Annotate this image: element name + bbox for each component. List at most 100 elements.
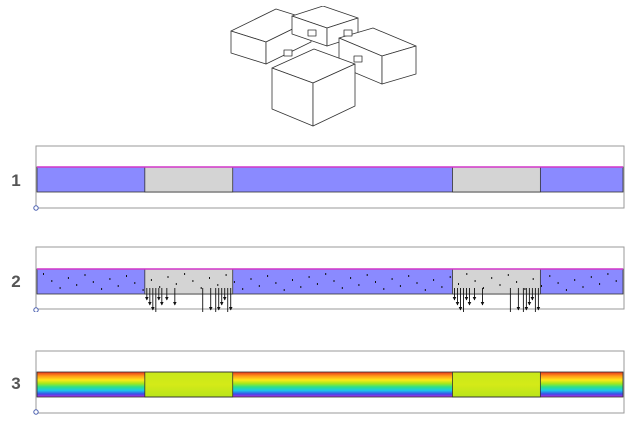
geometry-panel bbox=[33, 145, 625, 211]
material-strip bbox=[36, 166, 624, 193]
flux-dot bbox=[316, 283, 318, 285]
origin-marker-icon bbox=[33, 205, 39, 211]
flux-dot bbox=[549, 275, 551, 277]
flux-arrowhead bbox=[524, 307, 529, 311]
flux-dot bbox=[350, 277, 352, 279]
temperature-block bbox=[144, 371, 234, 398]
flux-dot bbox=[557, 282, 559, 284]
panel-number: 2 bbox=[11, 272, 21, 291]
flux-arrowhead bbox=[219, 302, 224, 306]
flux-dot bbox=[399, 285, 401, 287]
flux-dot bbox=[590, 276, 592, 278]
temperature-panel bbox=[33, 350, 625, 416]
flux-arrowhead bbox=[173, 302, 177, 306]
flux-dot bbox=[184, 273, 186, 275]
panel-frame bbox=[35, 350, 625, 414]
panel-number: 1 bbox=[11, 171, 21, 190]
flux-arrowhead bbox=[530, 297, 535, 301]
flux-dot bbox=[516, 281, 518, 283]
strip-block bbox=[452, 268, 541, 295]
flux-dot bbox=[51, 280, 53, 282]
flux-dot bbox=[242, 288, 244, 290]
flux-dot bbox=[532, 278, 534, 280]
flux-dot bbox=[292, 279, 293, 281]
flux-arrowhead bbox=[516, 307, 521, 311]
panel-frame bbox=[35, 246, 625, 310]
flux-dot bbox=[582, 286, 584, 288]
flux-dot bbox=[159, 286, 161, 288]
flux-dot bbox=[209, 277, 210, 279]
flux-dot bbox=[424, 289, 426, 291]
flux-dot bbox=[300, 286, 302, 288]
origin-marker-icon bbox=[33, 307, 39, 312]
flux-dot bbox=[391, 278, 393, 280]
flux-dot bbox=[408, 275, 410, 277]
flux-arrowhead bbox=[480, 302, 485, 306]
flux-dot bbox=[233, 281, 235, 283]
flux-arrowhead bbox=[222, 297, 227, 301]
flux-dot bbox=[416, 282, 418, 284]
panel-number: 3 bbox=[11, 374, 21, 393]
flux-arrowhead bbox=[536, 307, 541, 311]
flux-dot bbox=[43, 273, 44, 275]
flux-panel bbox=[33, 246, 625, 312]
flux-dot bbox=[383, 288, 385, 290]
flux-dot bbox=[150, 279, 152, 281]
flux-dot bbox=[482, 287, 484, 289]
flux-dot bbox=[341, 287, 343, 289]
strip-block bbox=[144, 268, 234, 295]
flux-dot bbox=[109, 278, 111, 280]
flux-dot bbox=[507, 274, 509, 276]
isometric-model-icon bbox=[230, 6, 417, 127]
flux-dot bbox=[524, 288, 526, 290]
flux-dot bbox=[574, 279, 576, 281]
flux-dot bbox=[76, 284, 78, 286]
flux-dot bbox=[607, 273, 609, 275]
flux-arrowhead bbox=[467, 302, 472, 306]
flux-dot bbox=[217, 284, 219, 286]
flux-dot bbox=[466, 273, 468, 275]
flux-arrowhead bbox=[151, 307, 155, 311]
flux-dot bbox=[175, 283, 177, 285]
flux-arrowhead bbox=[145, 297, 149, 301]
geometry-figure bbox=[33, 145, 625, 211]
flux-dot bbox=[325, 273, 327, 275]
flux-dot bbox=[225, 274, 227, 276]
origin-marker-icon bbox=[33, 409, 39, 415]
flux-arrowhead bbox=[455, 302, 460, 306]
flux-dot bbox=[358, 284, 360, 286]
panel-frame bbox=[35, 145, 625, 209]
strip-block bbox=[452, 166, 541, 193]
flux-dot bbox=[541, 285, 542, 287]
flux-dot bbox=[283, 289, 285, 291]
flux-dot bbox=[599, 283, 601, 285]
flux-dot bbox=[565, 289, 567, 291]
flux-arrowhead bbox=[157, 297, 161, 301]
flux-arrowhead bbox=[464, 297, 469, 301]
flux-dot bbox=[491, 277, 493, 279]
temperature-figure bbox=[33, 350, 625, 415]
flux-dot bbox=[449, 276, 451, 278]
flux-arrowhead bbox=[458, 307, 463, 311]
flux-dot bbox=[275, 282, 277, 284]
flux-dot bbox=[101, 288, 103, 290]
flux-arrowhead bbox=[216, 307, 221, 311]
flux-dot bbox=[433, 279, 435, 281]
flux-dot bbox=[142, 289, 144, 291]
flux-dot bbox=[117, 285, 119, 287]
flux-figure bbox=[33, 246, 625, 312]
flux-dot bbox=[441, 286, 443, 288]
flux-arrowhead bbox=[452, 297, 457, 301]
temperature-strip bbox=[36, 371, 624, 398]
flux-arrowhead bbox=[527, 302, 532, 306]
flux-arrows bbox=[43, 273, 617, 312]
flux-dot bbox=[615, 280, 617, 282]
flux-dot bbox=[333, 280, 335, 282]
flux-dot bbox=[200, 287, 202, 289]
flux-dot bbox=[250, 278, 252, 280]
temperature-block bbox=[452, 371, 541, 398]
flux-arrowhead bbox=[165, 297, 169, 301]
flux-arrowhead bbox=[160, 302, 164, 306]
flux-dot bbox=[126, 275, 127, 277]
flux-dot bbox=[499, 284, 501, 286]
